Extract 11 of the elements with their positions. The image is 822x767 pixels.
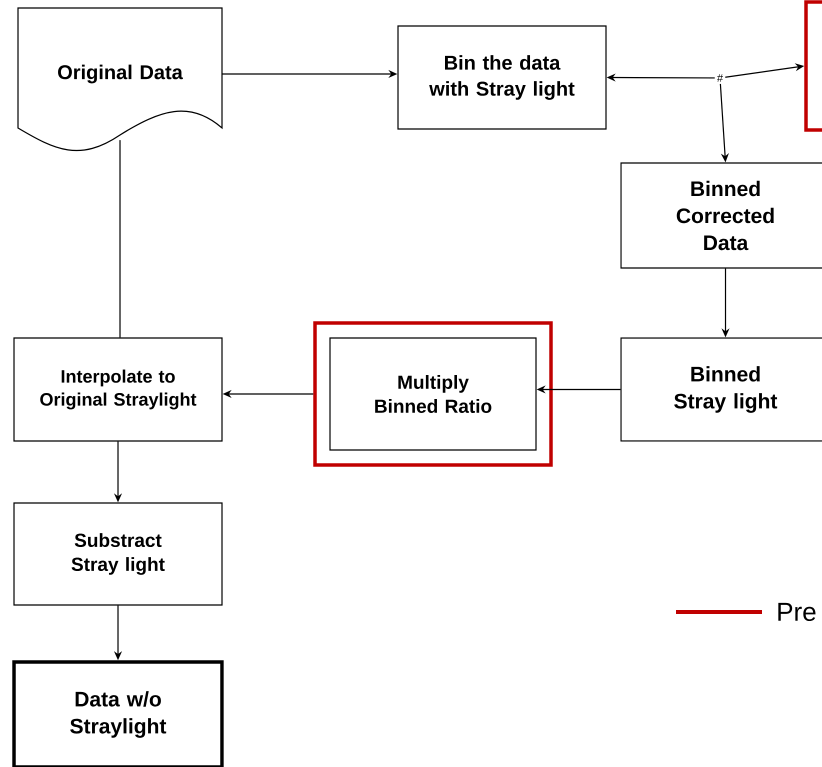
junction-label: # bbox=[717, 74, 723, 82]
process-box: Interpolate to Original Straylight bbox=[13, 337, 223, 442]
process-box: Binned Stray light bbox=[620, 337, 822, 442]
process-box: Bin the data with Stray light bbox=[397, 25, 607, 130]
process-box: Binned Corrected Data bbox=[620, 162, 822, 269]
highlight-box bbox=[313, 321, 553, 467]
terminal-box: Data w/o Straylight bbox=[12, 660, 224, 767]
highlight-box bbox=[804, 0, 822, 132]
legend-label: Pre bbox=[778, 602, 816, 622]
process-box: Multiply Binned Ratio bbox=[329, 337, 537, 451]
process-box: Substract Stray light bbox=[13, 502, 223, 606]
